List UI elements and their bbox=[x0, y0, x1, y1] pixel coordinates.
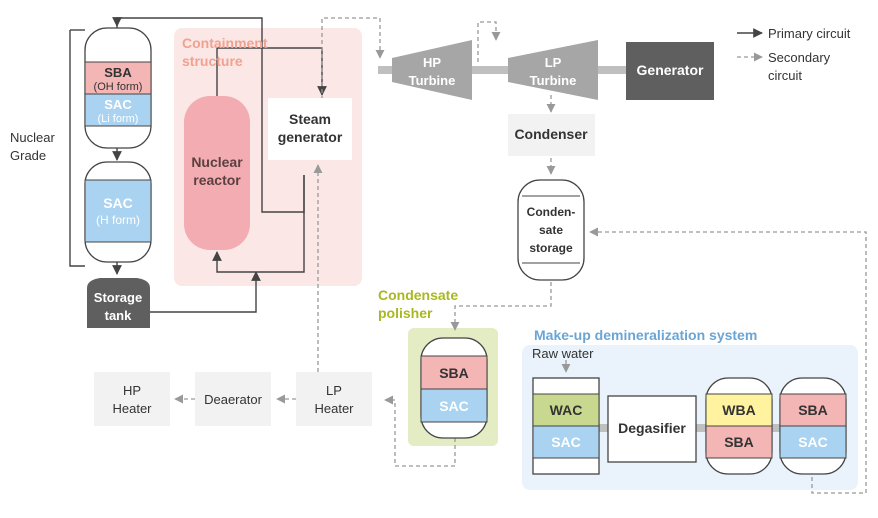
storage-tank: Storage tank bbox=[87, 278, 150, 328]
generator: Generator bbox=[626, 42, 714, 100]
condenser-label: Condenser bbox=[514, 126, 588, 142]
containment-title-1: Containment bbox=[182, 35, 268, 51]
nuclear-grade-label-1: Nuclear bbox=[10, 130, 55, 145]
makeup-vessel-sba-sac: SBA SAC bbox=[779, 377, 847, 475]
degasifier: Degasifier bbox=[607, 395, 697, 463]
primary-circuit-lines bbox=[69, 17, 327, 313]
polisher-sba-label: SBA bbox=[439, 365, 469, 381]
lp-turbine-label-2: Turbine bbox=[530, 73, 577, 88]
nuclear-reactor: Nuclear reactor bbox=[184, 96, 250, 250]
condensate-storage-label-2: sate bbox=[539, 223, 563, 237]
legend-secondary-label-2: circuit bbox=[768, 68, 802, 83]
generator-label: Generator bbox=[637, 62, 704, 78]
nuclear-grade-label-2: Grade bbox=[10, 148, 46, 163]
li-form-label-visible: (Li form) bbox=[98, 113, 139, 125]
storage-tank-label-1: Storage bbox=[94, 290, 142, 305]
legend-secondary-label-1: Secondary bbox=[768, 50, 831, 65]
reactor-label-2: reactor bbox=[193, 172, 241, 188]
condensate-polisher-title-2: polisher bbox=[378, 305, 433, 321]
raw-water-label: Raw water bbox=[532, 346, 594, 361]
sac-h-label: SAC bbox=[103, 195, 133, 211]
secondary-circuit-lines bbox=[174, 17, 867, 494]
makeup-vessel-wba-sba: WBA SBA bbox=[705, 377, 773, 475]
lp-heater: LP Heater bbox=[296, 372, 372, 426]
turbine-shaft bbox=[378, 66, 628, 74]
makeup-title: Make-up demineralization system bbox=[534, 327, 757, 343]
hp-heater-label-1: HP bbox=[123, 383, 141, 398]
makeup-sba-label-1: SBA bbox=[724, 434, 754, 450]
deaerator: Deaerator bbox=[195, 372, 271, 426]
hp-turbine-label-1: HP bbox=[423, 55, 441, 70]
deaerator-label: Deaerator bbox=[204, 392, 262, 407]
vessel-sac-li-layer bbox=[84, 93, 152, 127]
makeup-vessel-wac-sac: WAC SAC bbox=[532, 377, 600, 475]
condensate-storage: Conden- sate storage bbox=[517, 179, 585, 281]
makeup-sac-label-2: SAC bbox=[798, 434, 828, 450]
steam-generator-label-1: Steam bbox=[289, 111, 331, 127]
sba-label: SBA bbox=[104, 65, 132, 80]
h-form-label: (H form) bbox=[96, 213, 140, 227]
sac-label: SAC bbox=[104, 97, 132, 112]
condensate-storage-label-3: storage bbox=[529, 241, 573, 255]
hp-heater: HP Heater bbox=[94, 372, 170, 426]
lp-heater-label-1: LP bbox=[326, 383, 342, 398]
condensate-polisher-vessel: SBA SAC bbox=[420, 337, 488, 439]
condenser: Condenser bbox=[508, 114, 595, 156]
vessel-sba-oh-layer bbox=[84, 61, 152, 95]
lp-heater-label-2: Heater bbox=[314, 401, 354, 416]
wac-label: WAC bbox=[550, 402, 583, 418]
steam-generator: Steam generator bbox=[268, 98, 352, 160]
makeup-sac-label-1: SAC bbox=[551, 434, 581, 450]
vessel-sac-h: SAC (H form) bbox=[84, 161, 152, 263]
vessel-sba-sac-li: SBA (OH form) SAC (OH form) (Li form) bbox=[84, 27, 152, 149]
hp-turbine-label-2: Turbine bbox=[409, 73, 456, 88]
reactor-label-1: Nuclear bbox=[191, 154, 243, 170]
degasifier-label: Degasifier bbox=[618, 420, 686, 436]
storage-tank-label-2: tank bbox=[105, 308, 133, 323]
containment-title-2: structure bbox=[182, 53, 243, 69]
legend-primary-label: Primary circuit bbox=[768, 26, 851, 41]
lp-turbine-label-1: LP bbox=[545, 55, 562, 70]
oh-form-label: (OH form) bbox=[94, 81, 143, 93]
hp-turbine: HP Turbine bbox=[392, 40, 472, 100]
lp-turbine: LP Turbine bbox=[508, 40, 598, 100]
steam-generator-label-2: generator bbox=[278, 129, 343, 145]
condensate-storage-label-1: Conden- bbox=[527, 205, 576, 219]
makeup-sba-label-2: SBA bbox=[798, 402, 828, 418]
polisher-sac-label: SAC bbox=[439, 398, 469, 414]
condensate-polisher-title-1: Condensate bbox=[378, 287, 458, 303]
wba-label: WBA bbox=[722, 402, 755, 418]
legend: Primary circuit Secondary circuit bbox=[737, 26, 851, 83]
hp-heater-label-2: Heater bbox=[112, 401, 152, 416]
